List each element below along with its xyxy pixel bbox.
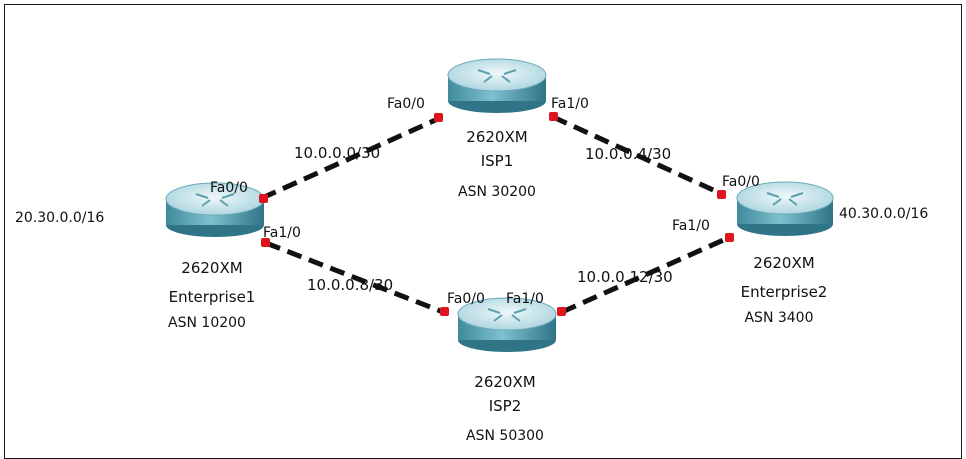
router-network: 40.30.0.0/16 — [839, 206, 928, 222]
router-label-isp2: 2620XM ISP2 ASN 50300 — [466, 373, 544, 444]
port-dot[interactable] — [261, 238, 270, 247]
port-label: Fa1/0 — [672, 218, 710, 234]
router-asn: ASN 50300 — [466, 428, 544, 444]
port-dot[interactable] — [549, 112, 558, 121]
router-label-enterprise2: 2620XM Enterprise2 ASN 3400 40.30.0.0/16 — [741, 206, 929, 326]
router-enterprise1-icon[interactable] — [165, 182, 265, 237]
router-model: 2620XM — [474, 373, 535, 391]
port-label: Fa1/0 — [263, 225, 301, 241]
port-dots — [259, 112, 734, 316]
router-network: 20.30.0.0/16 — [15, 210, 104, 226]
router-model: 2620XM — [753, 254, 814, 272]
router-asn: ASN 10200 — [168, 315, 246, 331]
port-dot[interactable] — [557, 307, 566, 316]
router-label-enterprise1: 2620XM Enterprise1 ASN 10200 20.30.0.0/1… — [15, 210, 255, 331]
router-isp1-icon[interactable] — [447, 58, 547, 113]
port-dot[interactable] — [259, 194, 268, 203]
port-dot[interactable] — [717, 190, 726, 199]
router-asn: ASN 3400 — [744, 310, 813, 326]
subnet-label: 10.0.0.0/30 — [294, 144, 380, 162]
port-dot[interactable] — [434, 113, 443, 122]
subnet-label: 10.0.0.12/30 — [577, 268, 673, 286]
link-ent1-isp2[interactable] — [265, 240, 444, 315]
port-label: Fa1/0 — [506, 291, 544, 307]
subnet-label: 10.0.0.4/30 — [585, 145, 671, 163]
link-isp1-ent2[interactable] — [551, 114, 724, 197]
router-enterprise2-icon[interactable] — [736, 181, 834, 236]
port-dot[interactable] — [440, 307, 449, 316]
link-isp2-ent2[interactable] — [560, 235, 730, 315]
router-label-isp1: 2620XM ISP1 ASN 30200 — [458, 128, 536, 200]
port-label: Fa0/0 — [387, 96, 425, 112]
router-model: 2620XM — [181, 259, 242, 277]
router-model: 2620XM — [466, 128, 527, 146]
router-asn: ASN 30200 — [458, 184, 536, 200]
port-label: Fa0/0 — [447, 291, 485, 307]
router-name: ISP1 — [481, 152, 514, 170]
router-name: ISP2 — [489, 397, 522, 415]
router-name: Enterprise2 — [741, 283, 828, 301]
link-isp1-ent1[interactable] — [260, 115, 442, 201]
port-label: Fa0/0 — [722, 174, 760, 190]
port-dot[interactable] — [725, 233, 734, 242]
links — [260, 114, 730, 315]
port-label: Fa1/0 — [551, 96, 589, 112]
subnet-label: 10.0.0.8/30 — [307, 276, 393, 294]
router-isp2-icon[interactable] — [457, 297, 557, 352]
router-name: Enterprise1 — [169, 288, 256, 306]
port-label: Fa0/0 — [210, 180, 248, 196]
